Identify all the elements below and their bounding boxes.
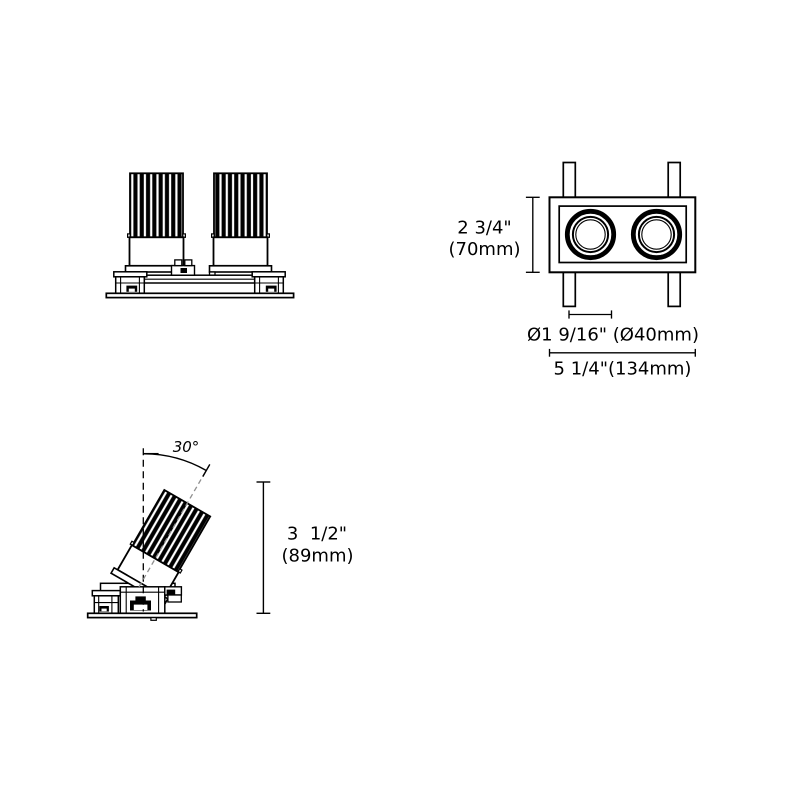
heatsink-fins: [213, 172, 268, 239]
top-view: 2 3/4" (70mm) Ø1 9/16" (Ø40mm) 5 1/4"(13…: [448, 161, 699, 379]
plate-tick: [150, 616, 157, 621]
dim-height-side-label-inch: 3 1/2": [287, 523, 347, 544]
front-view-dual-head: [105, 172, 295, 299]
clip-step: [167, 594, 182, 603]
gimbal-housing: [119, 586, 166, 615]
aperture-ring-outer: [564, 208, 617, 261]
mounting-tab: [667, 271, 682, 308]
aperture-left: [564, 208, 617, 261]
housing-notch: [133, 604, 148, 610]
side-clips-right: [164, 586, 183, 603]
clip-notch: [268, 288, 275, 292]
dim-height: [525, 196, 540, 273]
front-right-head: [208, 172, 273, 277]
mounting-bracket-right: [251, 271, 286, 295]
mounting-rail: [143, 274, 256, 284]
driver-band: [212, 236, 269, 267]
bracket-lip: [91, 589, 122, 597]
side-view-tilted: 30° 3 1/2" (89mm): [86, 438, 354, 621]
mounting-bracket-left: [113, 271, 148, 295]
dim-width: [548, 348, 696, 357]
trim-plate: [86, 612, 198, 619]
clip-dark: [180, 268, 187, 273]
dim-height-side: [256, 481, 271, 614]
clip-small: [174, 259, 183, 267]
dim-height-side-label-mm: (89mm): [281, 546, 353, 567]
angle-arc: [143, 453, 207, 472]
aperture-right: [630, 208, 683, 261]
aperture-ring-mid: [637, 215, 676, 254]
mounting-bracket-side-left: [91, 589, 122, 615]
dim-height-label-mm: (70mm): [448, 239, 520, 260]
angle-label: 30°: [173, 438, 200, 456]
aperture-ring-outer: [630, 208, 683, 261]
gimbal-flange: [208, 264, 273, 273]
aperture-ring-inner: [641, 219, 672, 250]
heatsink-fins: [129, 172, 184, 239]
dim-width-label: 5 1/4"(134mm): [554, 358, 692, 379]
housing-small-block: [135, 596, 146, 601]
center-clips: [170, 259, 196, 276]
frame-inner: [558, 205, 688, 264]
clip-small: [184, 259, 193, 267]
aperture-ring-inner: [575, 219, 606, 250]
clip-notch: [101, 608, 107, 612]
mounting-tab: [562, 161, 577, 199]
dim-height-label-inch: 2 3/4": [457, 217, 511, 238]
dim-aperture: [568, 310, 613, 319]
dim-aperture-label: Ø1 9/16" (Ø40mm): [527, 325, 699, 346]
angle-end-tick: [202, 464, 211, 477]
clip-dark: [166, 589, 176, 597]
aperture-ring-mid: [571, 215, 610, 254]
tilt-axis-dashed: [138, 469, 208, 588]
clip-notch: [128, 288, 135, 292]
mounting-tab: [562, 271, 577, 308]
mounting-tab: [667, 161, 682, 199]
trim-plate: [105, 292, 295, 299]
